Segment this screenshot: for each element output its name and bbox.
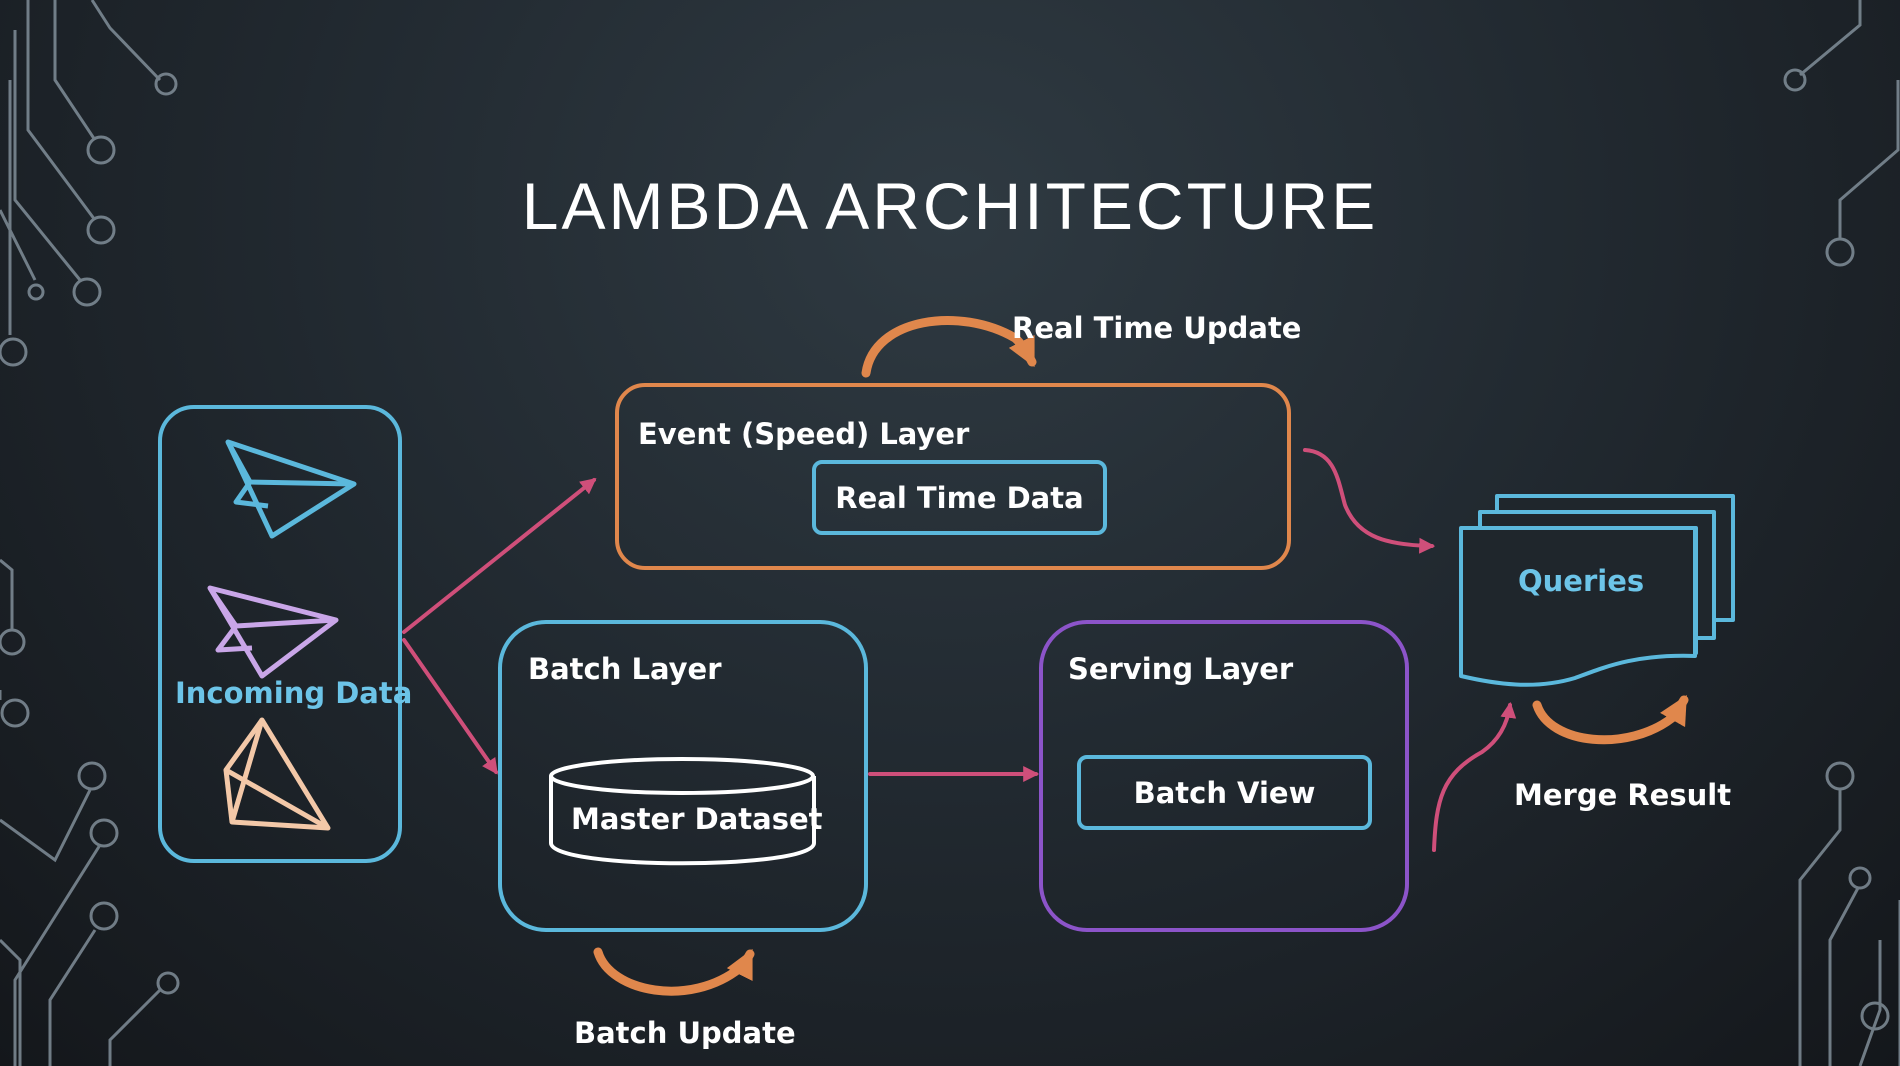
serving-layer-label: Serving Layer [1068,652,1294,686]
real-time-update-label: Real Time Update [1012,311,1302,345]
arrow-incoming-to-speed [402,478,597,634]
document-stack-icon [1459,494,1735,687]
serving-layer-box [1039,620,1409,932]
queries-label: Queries [1518,564,1645,598]
batch-view-box: Batch View [1077,755,1372,830]
slide-title: LAMBDA ARCHITECTURE [521,169,1379,243]
merge-result-label: Merge Result [1514,778,1732,812]
paper-plane-icon [223,717,331,831]
speed-layer-label: Event (Speed) Layer [638,417,970,451]
incoming-data-label: Incoming Data [175,676,413,710]
batch-layer-label: Batch Layer [528,652,722,686]
batch-update-label: Batch Update [574,1016,796,1050]
arrow-incoming-to-batch [402,638,498,775]
real-time-update-arrow [861,316,1037,378]
speed-layer-box [615,383,1291,570]
arrow-serving-to-queries [1432,701,1517,852]
merge-result-arrow [1532,694,1689,745]
paper-plane-icon [225,439,357,539]
incoming-data-box [158,405,402,863]
cylinder-icon [549,757,816,866]
real-time-data-box: Real Time Data [812,460,1107,535]
master-dataset-label: Master Dataset [571,802,823,836]
paper-plane-icon [207,585,339,679]
batch-update-arrow [593,947,755,996]
arrow-speed-to-queries [1303,448,1436,554]
batch-layer-box [498,620,868,932]
